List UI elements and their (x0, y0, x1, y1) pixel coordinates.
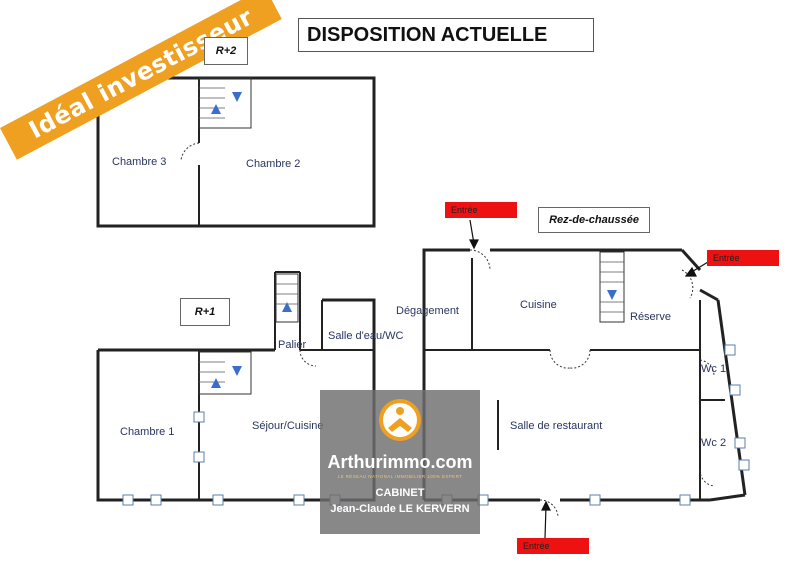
room-cuisine: Cuisine (520, 299, 557, 311)
room-wc-2: Wc 2 (701, 437, 727, 449)
watermark-brand: Arthurimmo.com (327, 452, 473, 472)
stair-arrow-icon (211, 378, 221, 388)
stair-arrow-icon (232, 92, 242, 102)
r2-stairs (198, 77, 252, 129)
room-salle-restaurant: Salle de restaurant (510, 420, 603, 432)
room-palier: Palier (278, 339, 307, 351)
page-title: DISPOSITION ACTUELLE (298, 18, 594, 52)
room-sejour-cuisine: Séjour/Cuisine (252, 420, 324, 432)
level-label-rdc: Rez-de-chaussée (538, 207, 650, 233)
room-salle-eau-wc: Salle d'eau/WC (328, 330, 404, 342)
r1-upper-stairs (275, 273, 299, 323)
r2-walls (96, 76, 376, 228)
entrance-tag-bottom: Entrée (517, 538, 589, 554)
entrance-tag-top: Entrée (445, 202, 517, 218)
entrance-tag-right: Entrée (707, 250, 779, 266)
arthurimmo-logo-icon (379, 399, 421, 441)
room-chambre-3: Chambre 3 (112, 156, 167, 168)
stair-arrow-icon (232, 366, 242, 376)
watermark-agent: Jean-Claude LE KERVERN (330, 503, 470, 515)
stair-arrow-icon (607, 290, 617, 300)
stair-arrow-icon (282, 302, 292, 312)
room-wc-1: Wc 1 (701, 363, 727, 375)
watermark-tagline: LE RÉSEAU NATIONAL IMMOBILIER 100% EXPER… (337, 474, 463, 479)
room-reserve: Réserve (630, 311, 671, 323)
room-chambre-2: Chambre 2 (246, 158, 301, 170)
level-label-r2: R+2 (204, 37, 248, 65)
level-label-r1: R+1 (180, 298, 230, 326)
r1-stairs (198, 351, 252, 395)
watermark-cabinet: CABINET (375, 487, 425, 499)
stair-arrow-icon (211, 104, 221, 114)
room-degagement: Dégagement (396, 305, 459, 317)
rdc-stairs (599, 251, 625, 323)
room-chambre-1: Chambre 1 (120, 426, 175, 438)
agency-watermark: Arthurimmo.com LE RÉSEAU NATIONAL IMMOBI… (320, 390, 480, 534)
